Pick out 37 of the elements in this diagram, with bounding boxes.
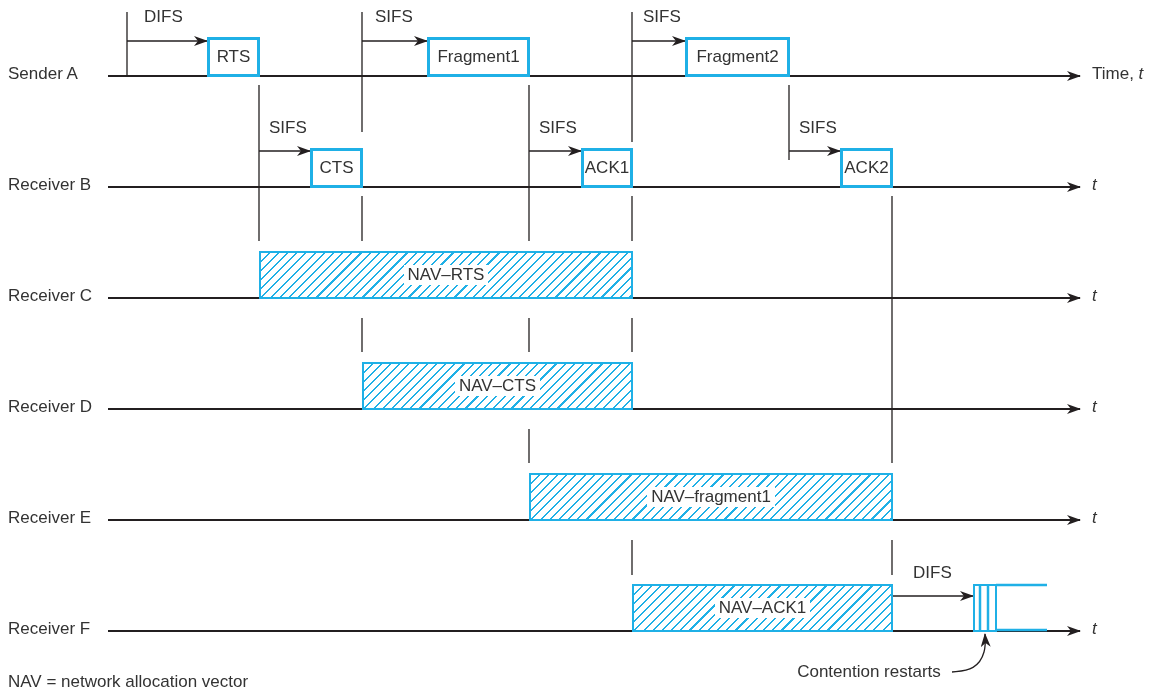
nav-hatched-bar: [362, 362, 633, 410]
axis-label: Time, t: [1092, 64, 1144, 84]
station-label: Sender A: [8, 64, 78, 84]
station-label: Receiver B: [8, 175, 92, 195]
nav-hatched-bar: [259, 251, 633, 299]
axis-label: t: [1092, 286, 1097, 306]
interval-arrow: [631, 36, 686, 46]
frame-box: CTS: [310, 148, 363, 188]
annotation-text: Contention restarts: [786, 660, 952, 684]
station-label: Receiver D: [8, 397, 93, 417]
station-label: Receiver E: [8, 508, 92, 528]
interval-arrow: [361, 36, 428, 46]
frame-label: NAV–RTS: [403, 265, 489, 285]
interval-arrow: [258, 146, 311, 156]
frame-box: RTS: [207, 37, 260, 77]
interval-arrow: [892, 591, 974, 601]
axis-label: t: [1092, 619, 1097, 639]
axis-label: t: [1092, 397, 1097, 417]
interval-arrow: [528, 146, 582, 156]
frame-box: ACK2: [840, 148, 893, 188]
frame-label: NAV–fragment1: [647, 487, 775, 507]
axis-label: t: [1092, 508, 1097, 528]
frame-box: ACK1: [581, 148, 633, 188]
leader-arrow: [951, 633, 991, 673]
footnote: NAV = network allocation vector: [8, 672, 249, 692]
nav-hatched-bar: [632, 584, 893, 632]
frame-box: Fragment2: [685, 37, 790, 77]
frame-box: Fragment1: [427, 37, 530, 77]
station-label: Receiver F: [8, 619, 91, 639]
frame-label: NAV–CTS: [454, 376, 541, 396]
interval-arrow: [788, 146, 841, 156]
frame-label: NAV–ACK1: [714, 598, 811, 618]
nav-hatched-bar: [529, 473, 893, 521]
interval-arrow: [126, 36, 208, 46]
axis-label: t: [1092, 175, 1097, 195]
contention-slot-box: [973, 584, 997, 632]
station-label: Receiver C: [8, 286, 93, 306]
